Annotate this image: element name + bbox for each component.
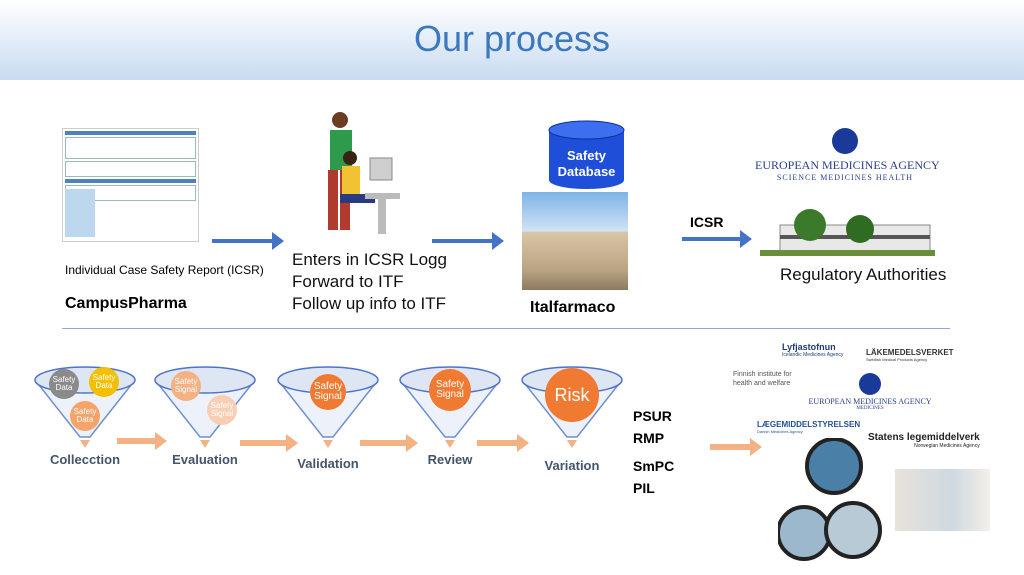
slide-title: Our process	[413, 18, 611, 59]
no-sub: Norwegian Medicines Agency	[914, 443, 980, 449]
lmv-sub: Swedish Medical Products Agency	[866, 357, 928, 362]
ema-logo: EUROPEAN MEDICINES AGENCY SCIENCE MEDICI…	[755, 128, 940, 182]
funnel-ball: Safety Data	[89, 367, 119, 397]
smpc-label: SmPC	[633, 458, 675, 474]
lyf-name: Lyfjastofnun	[782, 342, 836, 352]
funnel-ball: Safety Signal	[207, 395, 237, 425]
italfarmaco-label: Italfarmaco	[530, 299, 616, 316]
db-label-2: Database	[557, 164, 616, 179]
orange-arrow	[117, 432, 167, 450]
thl-name: Finnish institute for health and welfare	[733, 371, 792, 387]
outputs-group-2: SmPC PIL	[633, 455, 674, 499]
funnel-ball: Safety Signal	[171, 371, 201, 401]
funnel-label: Review	[427, 452, 473, 467]
funnel-label: Collecction	[49, 452, 121, 467]
ema-building-image	[760, 209, 935, 256]
orange-arrow	[360, 434, 418, 452]
icsr-arrow-label: ICSR	[690, 214, 724, 230]
arrow-right	[432, 232, 504, 250]
arrow-right	[682, 230, 752, 248]
lyf-sub: Icelandic Medicines Agency	[782, 352, 844, 358]
no-name: Statens legemiddelverk	[868, 432, 980, 443]
icsr-form-image	[62, 128, 199, 242]
ema-tagline: SCIENCE MEDICINES HEALTH	[776, 173, 914, 182]
thl-logo: Finnish institute for health and welfare	[733, 370, 795, 388]
ema-logo-small: EUROPEAN MEDICINES AGENCY MEDICINES	[800, 373, 940, 411]
funnel-ball: Safety Data	[49, 369, 79, 399]
step-3: Follow up info to ITF	[292, 294, 447, 313]
step-2: Forward to ITF	[292, 272, 404, 291]
funnel-ball: Safety Signal	[310, 374, 346, 410]
rmp-label: RMP	[633, 430, 665, 446]
regulatory-authorities-label: Regulatory Authorities	[780, 265, 947, 284]
safety-database-cylinder: Safety Database	[548, 120, 625, 190]
dk-name: LÆGEMIDDELSTYRELSEN	[757, 420, 861, 429]
ema-small-sub: MEDICINES	[856, 406, 884, 411]
arrow-right	[212, 232, 284, 250]
form-caption: Individual Case Safety Report (ICSR)	[65, 263, 264, 277]
outputs-group-1: PSUR RMP	[633, 405, 672, 449]
pil-label: PIL	[633, 480, 655, 496]
ema-small-name: EUROPEAN MEDICINES AGENCY	[808, 397, 932, 406]
healthcare-staff-photos	[778, 438, 882, 561]
funnel-ball: Safety Signal	[429, 369, 471, 411]
title-bar	[0, 0, 1024, 80]
ema-name: EUROPEAN MEDICINES AGENCY	[755, 158, 940, 172]
funnel-label: Variation	[544, 458, 600, 473]
doctor-patient-photo	[895, 469, 990, 531]
process-steps: Enters in ICSR Logg Forward to ITF Follo…	[292, 249, 447, 315]
orange-arrow	[710, 438, 762, 456]
funnel-label: Evaluation	[172, 452, 238, 467]
db-label-1: Safety	[566, 148, 607, 163]
psur-label: PSUR	[633, 408, 672, 424]
funnel-ball: Risk	[545, 368, 599, 422]
orange-arrow	[477, 434, 529, 452]
funnel-label: Validation	[297, 456, 359, 471]
orange-arrow	[240, 434, 298, 452]
campuspharma-label: CampusPharma	[65, 295, 187, 312]
divider	[62, 328, 950, 329]
ema-icon	[859, 373, 881, 395]
milan-cathedral-photo	[522, 192, 628, 290]
ema-logo-icon	[832, 128, 858, 154]
people-computer-illustration	[328, 112, 400, 234]
dk-sub: Danish Medicines Agency	[757, 429, 803, 434]
funnel-ball: Safety Data	[70, 401, 100, 431]
step-1: Enters in ICSR Logg	[292, 250, 447, 269]
lmv-name: LÄKEMEDELSVERKET	[866, 348, 954, 357]
